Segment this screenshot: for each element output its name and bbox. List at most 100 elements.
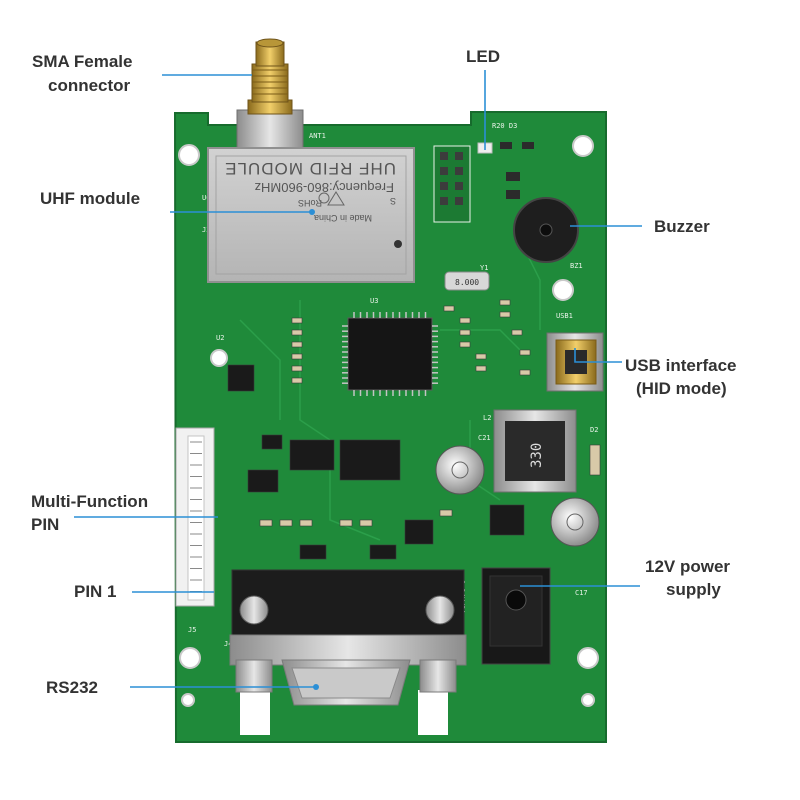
electrolytic-capacitor: [550, 497, 600, 547]
silk-j4: J4: [224, 640, 232, 648]
mounting-hole: [577, 647, 599, 669]
dc-power-jack: [481, 567, 551, 665]
crystal-oscillator: 8.000: [444, 271, 490, 291]
silk-bz1: BZ1: [570, 262, 583, 270]
label-led: LED: [466, 47, 500, 150]
label-led-text: LED: [466, 47, 500, 66]
buzzer: [513, 197, 579, 263]
smd-part: [475, 365, 487, 372]
silk-led-refs: R20 D3: [492, 122, 517, 130]
silk-u2: U2: [216, 334, 224, 342]
label-sma-line2: connector: [48, 76, 131, 95]
smd-part: [519, 369, 531, 376]
mcu-chip: [342, 312, 438, 396]
module-s-mark: S: [390, 196, 396, 206]
warning-triangle-icon: [327, 191, 345, 206]
mounting-hole: [572, 135, 594, 157]
smd-part: [475, 353, 487, 360]
smd-part: [339, 439, 401, 481]
silk-j5: J5: [188, 626, 196, 634]
smd-part: [299, 519, 313, 527]
mounting-hole: [181, 693, 195, 707]
silk-ant1: ANT1: [309, 132, 326, 140]
uhf-module: Made in China RoHS S Frequency:860-960MH…: [207, 147, 415, 283]
smd-part: [459, 329, 471, 336]
mounting-hole: [552, 279, 574, 301]
label-power-line2: supply: [666, 580, 721, 599]
label-buzzer: Buzzer: [570, 217, 710, 236]
smd-part: [519, 349, 531, 356]
silk-u3: U3: [370, 297, 378, 305]
smd-part: [511, 329, 523, 336]
smd-part: [291, 377, 303, 384]
label-uhf-module: UHF module: [40, 189, 315, 215]
label-usb-line2: (HID mode): [636, 379, 727, 398]
board-slot: [418, 690, 448, 735]
label-power-line1: 12V power: [645, 557, 730, 576]
silk-u6: U6: [202, 194, 210, 202]
smd-part: [459, 317, 471, 324]
silk-usb1: USB1: [556, 312, 573, 320]
smd-part: [227, 364, 255, 392]
mounting-hole: [179, 647, 201, 669]
smd-part: [439, 509, 453, 517]
leader-line: [574, 348, 622, 363]
silk-y1: Y1: [480, 264, 488, 272]
smd-part: [369, 544, 397, 560]
inductor-marking: 330: [529, 443, 545, 468]
smd-part: [261, 434, 283, 450]
silk-c21: C21: [478, 434, 491, 442]
sma-connector: [236, 38, 304, 149]
smd-part: [489, 504, 525, 536]
electrolytic-capacitor: [435, 445, 485, 495]
label-sma-line1: SMA Female: [32, 52, 132, 71]
silk-j3: J3: [202, 226, 210, 234]
smd-part: [339, 519, 353, 527]
silk-d2: D2: [590, 426, 598, 434]
power-inductor: 330: [493, 409, 577, 493]
smd-part: [291, 317, 303, 324]
smd-part: [291, 341, 303, 348]
mounting-hole: [178, 144, 200, 166]
leader-dot: [313, 684, 319, 690]
module-frequency: Frequency:860-960MHz: [255, 180, 394, 195]
crystal-marking: 8.000: [455, 278, 479, 287]
smd-part: [289, 439, 335, 471]
label-power-supply: 12V power supply: [520, 557, 730, 599]
label-pin1-text: PIN 1: [74, 582, 117, 601]
label-rs232-text: RS232: [46, 678, 98, 697]
module-made-in: Made in China: [314, 213, 372, 223]
board-slot: [240, 690, 270, 735]
label-multi-line2: PIN: [31, 515, 59, 534]
smd-part: [247, 469, 279, 493]
label-uhf-text: UHF module: [40, 189, 140, 208]
smd-part: [499, 311, 511, 318]
smd-part: [459, 341, 471, 348]
label-multi-function-pin: Multi-Function PIN: [31, 492, 218, 534]
rs232-db9-connector: [229, 569, 467, 706]
label-buzzer-text: Buzzer: [654, 217, 710, 236]
smd-part: [299, 544, 327, 560]
smd-part: [279, 519, 293, 527]
mounting-hole: [210, 349, 228, 367]
mounting-hole: [581, 693, 595, 707]
label-pin1: PIN 1: [74, 582, 214, 601]
recycle-icon: [318, 192, 330, 204]
module-title: UHF RFID MODULE: [224, 159, 396, 178]
label-usb: USB interface (HID mode): [574, 348, 736, 398]
module-rohs: RoHS: [298, 198, 322, 208]
smd-part: [259, 519, 273, 527]
smd-part: [499, 299, 511, 306]
smd-components: [227, 299, 601, 560]
smd-part: [589, 444, 601, 476]
module-marker-dot: [394, 240, 402, 248]
silk-c17: C17: [575, 589, 588, 597]
smd-part: [291, 329, 303, 336]
label-sma-connector: SMA Female connector: [32, 52, 252, 95]
label-usb-line1: USB interface: [625, 356, 736, 375]
smd-part: [291, 353, 303, 360]
leader-dot: [309, 209, 315, 215]
smd-part: [291, 365, 303, 372]
label-rs232: RS232: [46, 678, 319, 697]
